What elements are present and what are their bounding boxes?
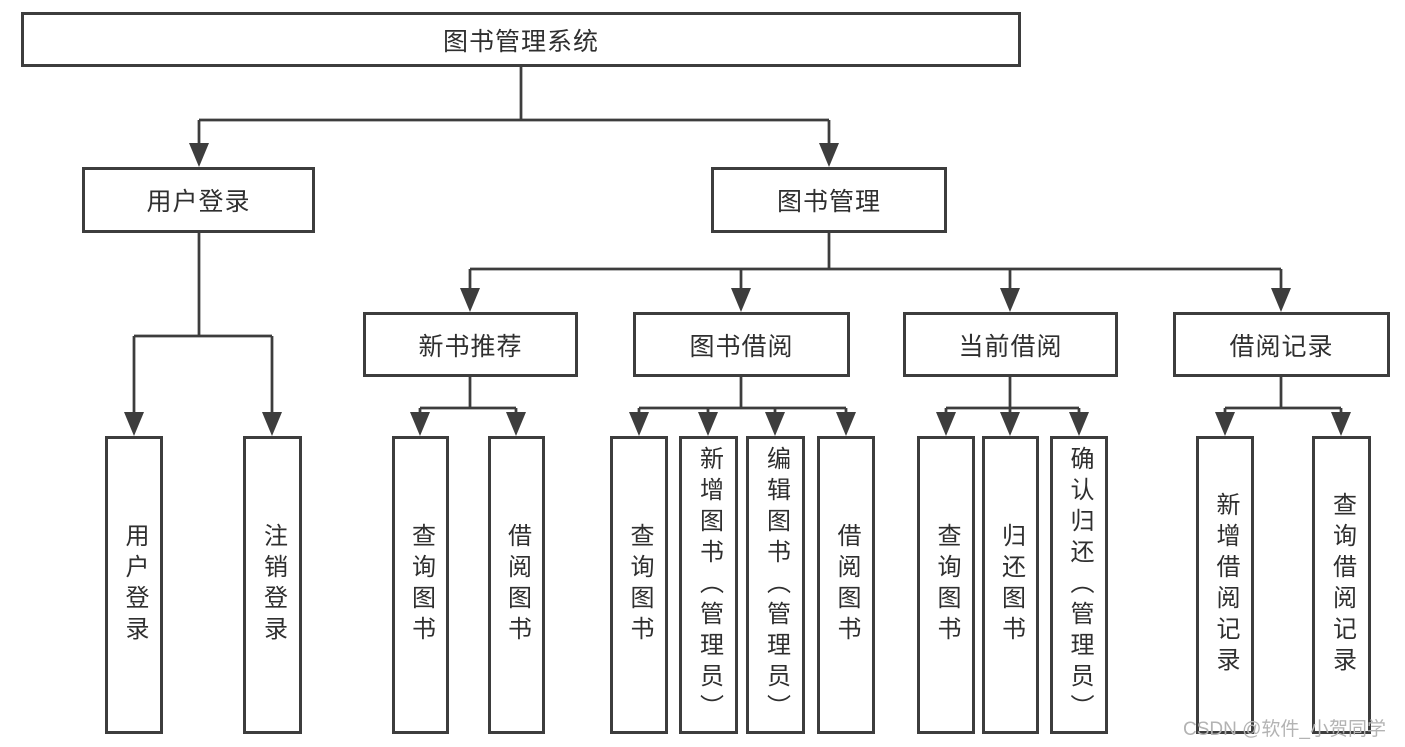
leaf-edit-books-admin: 编辑图书（管理员） — [746, 436, 805, 734]
node-root-system: 图书管理系统 — [21, 12, 1021, 67]
leaf-query-books-borrow: 查询图书 — [610, 436, 668, 734]
node-new-book-recommend: 新书推荐 — [363, 312, 578, 377]
leaf-borrow-books-borrow: 借阅图书 — [817, 436, 875, 734]
connector-new-book-recommend-branch — [410, 377, 526, 436]
node-borrow-records: 借阅记录 — [1173, 312, 1390, 377]
connector-book-borrow-branch — [629, 377, 856, 436]
connector-user-login-branch — [124, 233, 282, 436]
leaf-confirm-return-admin: 确认归还（管理员） — [1050, 436, 1108, 734]
leaf-query-borrow-record: 查询借阅记录 — [1312, 436, 1371, 734]
leaf-user-login: 用户登录 — [105, 436, 163, 734]
connector-book-management-branch — [460, 233, 1291, 312]
leaf-borrow-books-recommend: 借阅图书 — [488, 436, 545, 734]
node-current-borrow: 当前借阅 — [903, 312, 1118, 377]
leaf-return-books: 归还图书 — [982, 436, 1039, 734]
connector-borrow-records-branch — [1215, 377, 1351, 436]
connector-current-borrow-branch — [936, 377, 1089, 436]
csdn-watermark: CSDN @软件_小贺同学 — [1183, 719, 1386, 740]
node-book-management: 图书管理 — [711, 167, 947, 233]
node-book-borrow: 图书借阅 — [633, 312, 850, 377]
leaf-query-books-recommend: 查询图书 — [392, 436, 449, 734]
leaf-add-books-admin: 新增图书（管理员） — [679, 436, 738, 734]
leaf-logout: 注销登录 — [243, 436, 302, 734]
leaf-query-books-current: 查询图书 — [917, 436, 975, 734]
connector-root-to-level2 — [189, 67, 839, 167]
node-user-login: 用户登录 — [82, 167, 315, 233]
leaf-add-borrow-record: 新增借阅记录 — [1196, 436, 1254, 734]
